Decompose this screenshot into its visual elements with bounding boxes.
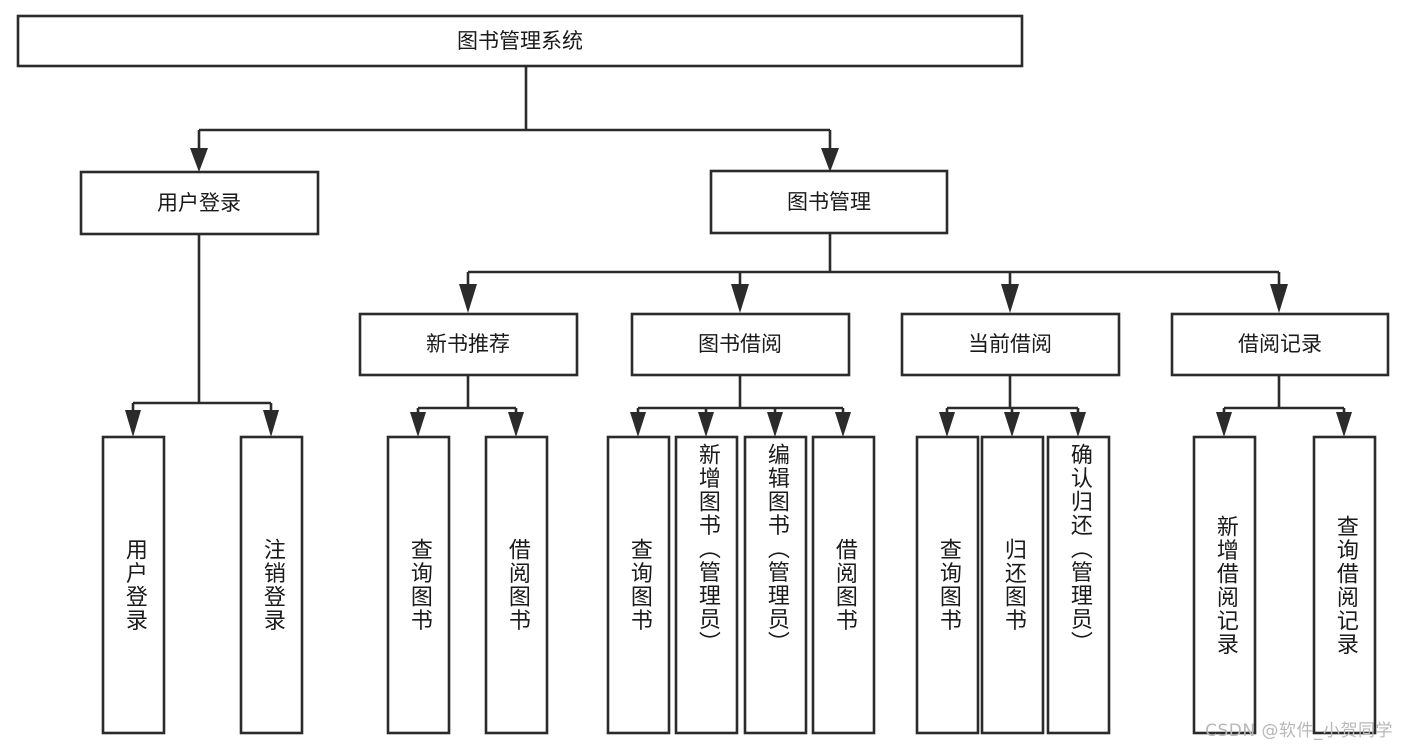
node-book-borrow[interactable]: 图书借阅: [630, 312, 851, 377]
connector-new-book-rec-children: [410, 375, 524, 437]
connector-current-borrow-children: [939, 375, 1086, 437]
leaf-box-current-confirm-return[interactable]: [1046, 435, 1111, 735]
node-root-label: 图书管理系统: [457, 29, 583, 53]
node-borrow-record[interactable]: 借阅记录: [1170, 312, 1390, 377]
connector-book-borrow-children: [630, 375, 851, 437]
arrowhead-rec-query: [410, 412, 426, 437]
arrowhead-borrow-record: [1270, 284, 1288, 313]
arrowhead-record-query: [1336, 412, 1352, 437]
arrowhead-book-borrow: [731, 284, 749, 313]
arrowhead-rec-borrow: [508, 412, 524, 437]
node-user-login-label: 用户登录: [157, 191, 241, 215]
node-root[interactable]: 图书管理系统: [16, 14, 1024, 68]
connector-book-manage-children: [459, 233, 1288, 313]
node-book-borrow-label: 图书借阅: [698, 332, 782, 356]
arrowhead-borrow-edit: [767, 412, 783, 437]
arrowhead-current-query: [939, 412, 955, 437]
leaf-box-borrow-edit-book[interactable]: [743, 435, 808, 735]
leaf-box-user-login[interactable]: [101, 435, 166, 735]
node-book-manage-label: 图书管理: [787, 190, 871, 214]
arrowhead-user-login: [190, 148, 208, 172]
arrowhead-book-manage: [821, 148, 839, 172]
node-borrow-record-box[interactable]: [1170, 312, 1390, 377]
node-root-box[interactable]: [16, 14, 1024, 68]
node-new-book-rec-label: 新书推荐: [426, 332, 510, 356]
node-current-borrow-box[interactable]: [900, 312, 1121, 377]
node-user-login[interactable]: 用户登录: [79, 170, 320, 236]
leaf-box-record-add[interactable]: [1192, 435, 1257, 735]
node-new-book-rec[interactable]: 新书推荐: [358, 312, 579, 377]
arrowhead-leaf-user-login: [125, 410, 141, 437]
leaf-box-rec-borrow-book[interactable]: [484, 435, 549, 735]
arrowhead-new-book-rec: [459, 284, 477, 313]
node-book-manage[interactable]: 图书管理: [709, 169, 949, 235]
watermark-text: CSDN @软件_小贺同学: [1205, 721, 1393, 741]
leaf-box-rec-query-book[interactable]: [386, 435, 451, 735]
node-user-login-box[interactable]: [79, 170, 320, 236]
connector-root-to-level2: [190, 66, 839, 172]
leaf-box-borrow-query-book[interactable]: [606, 435, 671, 735]
arrowhead-current-confirm: [1070, 412, 1086, 437]
node-current-borrow[interactable]: 当前借阅: [900, 312, 1121, 377]
leaf-box-current-return-book[interactable]: [980, 435, 1045, 735]
arrowhead-leaf-user-logout: [263, 410, 279, 437]
leaf-box-user-logout[interactable]: [239, 435, 304, 735]
arrowhead-record-add: [1216, 412, 1232, 437]
leaf-box-current-query-book[interactable]: [915, 435, 980, 735]
node-new-book-rec-box[interactable]: [358, 312, 579, 377]
connector-user-login-children: [125, 234, 279, 437]
node-book-manage-box[interactable]: [709, 169, 949, 235]
arrowhead-current-return: [1004, 412, 1020, 437]
node-book-borrow-box[interactable]: [630, 312, 851, 377]
leaf-box-borrow-add-book[interactable]: [674, 435, 739, 735]
leaf-box-record-query[interactable]: [1312, 435, 1377, 735]
arrowhead-borrow-query: [630, 412, 646, 437]
arrowhead-current-borrow: [1001, 284, 1019, 313]
arrowhead-borrow-add: [698, 412, 714, 437]
node-borrow-record-label: 借阅记录: [1238, 332, 1322, 356]
connector-borrow-record-children: [1216, 375, 1352, 437]
node-current-borrow-label: 当前借阅: [968, 332, 1052, 356]
arrowhead-borrow-borrow: [835, 412, 851, 437]
leaf-box-borrow-borrow-book[interactable]: [811, 435, 876, 735]
